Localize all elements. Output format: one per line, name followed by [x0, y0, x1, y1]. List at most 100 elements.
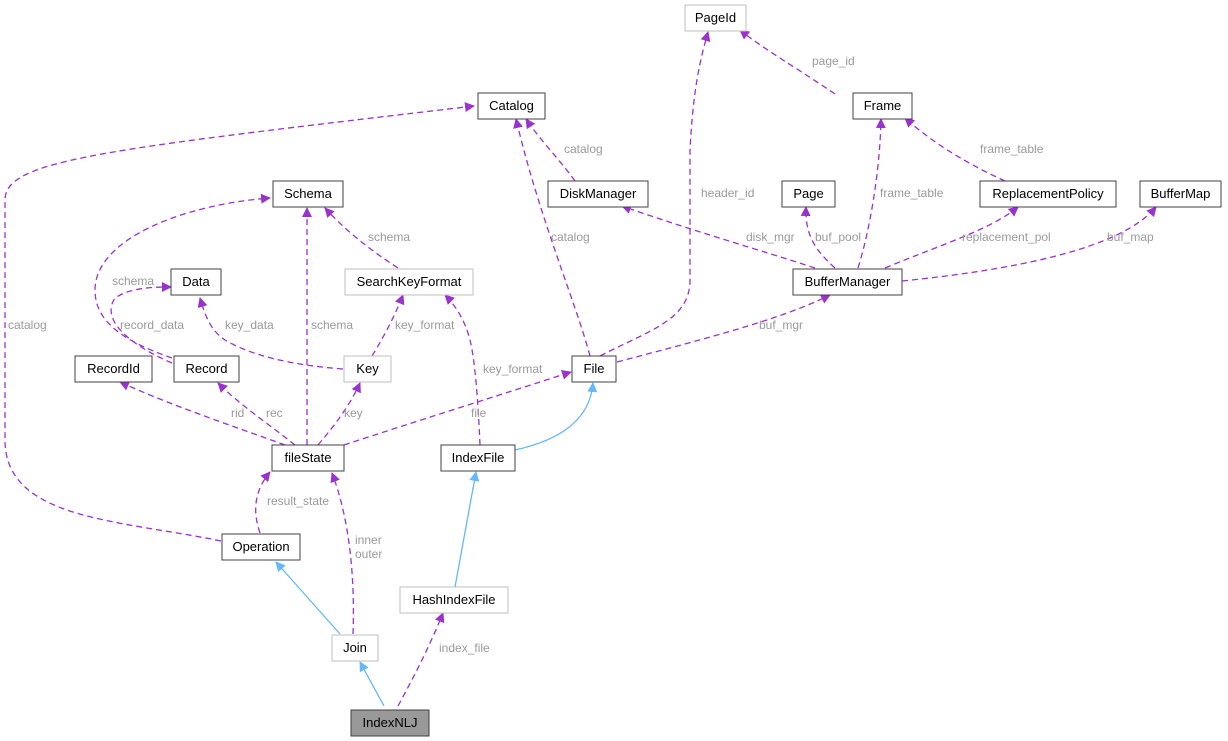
node-filestate[interactable]: fileState	[271, 444, 345, 472]
edge-label-key-format-key: key_format	[395, 318, 455, 332]
edge-filestate-recordid	[119, 381, 286, 446]
edge-label-disk-mgr: disk_mgr	[746, 230, 795, 244]
edge-replacementpolicy-frame	[904, 117, 1006, 182]
node-indexnlj[interactable]: IndexNLJ	[350, 709, 430, 737]
edge-searchkeyformat-schema	[324, 207, 399, 269]
edge-label-result-state: result_state	[267, 494, 329, 508]
edge-buffermanager-frame	[857, 118, 886, 269]
edge-label-header-id: header_id	[701, 186, 754, 200]
node-indexfile[interactable]: IndexFile	[440, 444, 516, 472]
node-label: File	[584, 361, 605, 376]
edge-buffermanager-buffermap	[901, 206, 1157, 282]
edge-join-filestate	[330, 472, 355, 635]
edge-label-schema-skf: schema	[368, 230, 410, 244]
edge-label-page-id: page_id	[812, 54, 855, 68]
edge-record-schema	[94, 193, 271, 359]
edge-labels: page_id catalog frame_table header_id fr…	[8, 54, 1154, 655]
node-schema[interactable]: Schema	[272, 180, 344, 208]
node-data[interactable]: Data	[170, 268, 222, 296]
node-label: IndexNLJ	[363, 715, 418, 730]
node-searchkeyformat[interactable]: SearchKeyFormat	[344, 268, 474, 296]
node-label: IndexFile	[452, 450, 505, 465]
edge-label-rec: rec	[266, 406, 283, 420]
edge-file-catalog	[513, 118, 591, 357]
node-operation[interactable]: Operation	[221, 533, 301, 561]
node-label: Catalog	[489, 98, 534, 113]
node-label: HashIndexFile	[412, 592, 495, 607]
edge-label-schema-record: schema	[112, 274, 154, 288]
edge-label-buf-mgr: buf_mgr	[759, 318, 803, 332]
node-label: Frame	[864, 98, 902, 113]
edge-label-catalog-op: catalog	[8, 318, 47, 332]
edge-indexnlj-join	[359, 661, 385, 707]
edge-label-file-fs: file	[471, 406, 487, 420]
node-label: SearchKeyFormat	[357, 274, 462, 289]
node-label: fileState	[285, 450, 332, 465]
node-catalog[interactable]: Catalog	[477, 92, 546, 120]
edge-label-outer: outer	[355, 547, 382, 561]
edge-indexfile-searchkeyformat	[444, 294, 481, 446]
edge-file-buffermanager	[616, 294, 831, 363]
edge-label-schema-fs: schema	[311, 318, 353, 332]
edge-label-replacement-pol: replacement_pol	[962, 230, 1051, 244]
node-label: Record	[186, 361, 228, 376]
edge-key-data	[197, 297, 344, 370]
node-label: Key	[356, 361, 379, 376]
node-join[interactable]: Join	[331, 634, 379, 662]
edge-label-inner: inner	[355, 533, 382, 547]
node-label: DiskManager	[560, 186, 637, 201]
edge-operation-filestate	[255, 471, 271, 534]
node-page[interactable]: Page	[781, 180, 836, 208]
edge-label-frame-table-rp: frame_table	[980, 142, 1044, 156]
edge-filestate-record	[217, 382, 296, 446]
node-label: Page	[793, 186, 823, 201]
node-recordid[interactable]: RecordId	[74, 355, 153, 383]
node-pageid[interactable]: PageId	[684, 4, 747, 32]
node-replacementpolicy[interactable]: ReplacementPolicy	[979, 180, 1117, 208]
node-file[interactable]: File	[571, 355, 617, 383]
edge-label-key-format-if: key_format	[483, 362, 543, 376]
edge-key-searchkeyformat	[371, 294, 405, 357]
nodes: PageId Catalog Frame Schema DiskManager …	[74, 4, 1222, 737]
edge-join-operation	[275, 561, 341, 635]
edge-label-rid: rid	[231, 406, 244, 420]
edge-label-catalog-dm: catalog	[564, 142, 603, 156]
node-label: ReplacementPolicy	[992, 186, 1104, 201]
edges	[4, 29, 1157, 707]
edge-label-frame-table-bm: frame_table	[880, 186, 944, 200]
node-label: Operation	[232, 539, 289, 554]
node-label: PageId	[695, 10, 736, 25]
node-diskmanager[interactable]: DiskManager	[547, 180, 649, 208]
edge-label-index-file: index_file	[439, 641, 490, 655]
edge-label-catalog-file: catalog	[551, 230, 590, 244]
edge-indexnlj-hashindexfile	[397, 612, 445, 707]
edge-operation-catalog	[4, 102, 475, 542]
node-hashindexfile[interactable]: HashIndexFile	[399, 586, 509, 614]
node-label: Join	[343, 640, 367, 655]
node-buffermap[interactable]: BufferMap	[1139, 180, 1222, 208]
edge-label-buf-map: buf_map	[1107, 230, 1154, 244]
edge-file-pageid	[599, 31, 711, 357]
edge-indexfile-file	[514, 382, 598, 451]
edge-diskmanager-catalog	[525, 118, 576, 182]
edge-record-data	[110, 282, 173, 364]
node-label: Data	[182, 274, 210, 289]
edge-label-record-data: record_data	[120, 318, 184, 332]
edge-buffermanager-page	[800, 206, 836, 269]
edge-buffermanager-diskmanager	[621, 204, 816, 269]
node-key[interactable]: Key	[343, 355, 392, 383]
edge-filestate-file	[343, 370, 572, 446]
node-frame[interactable]: Frame	[852, 92, 913, 120]
node-label: BufferMap	[1151, 186, 1211, 201]
edge-buffermanager-replacementpolicy	[884, 206, 1019, 269]
edge-label-key-fs: key	[344, 406, 363, 420]
edge-frame-pageid	[739, 29, 836, 95]
node-record[interactable]: Record	[173, 355, 240, 383]
node-label: BufferManager	[805, 274, 891, 289]
edge-label-key-data: key_data	[225, 318, 274, 332]
edge-label-buf-pool: buf_pool	[815, 230, 861, 244]
node-label: RecordId	[87, 361, 140, 376]
node-buffermanager[interactable]: BufferManager	[792, 268, 903, 296]
node-label: Schema	[284, 186, 332, 201]
